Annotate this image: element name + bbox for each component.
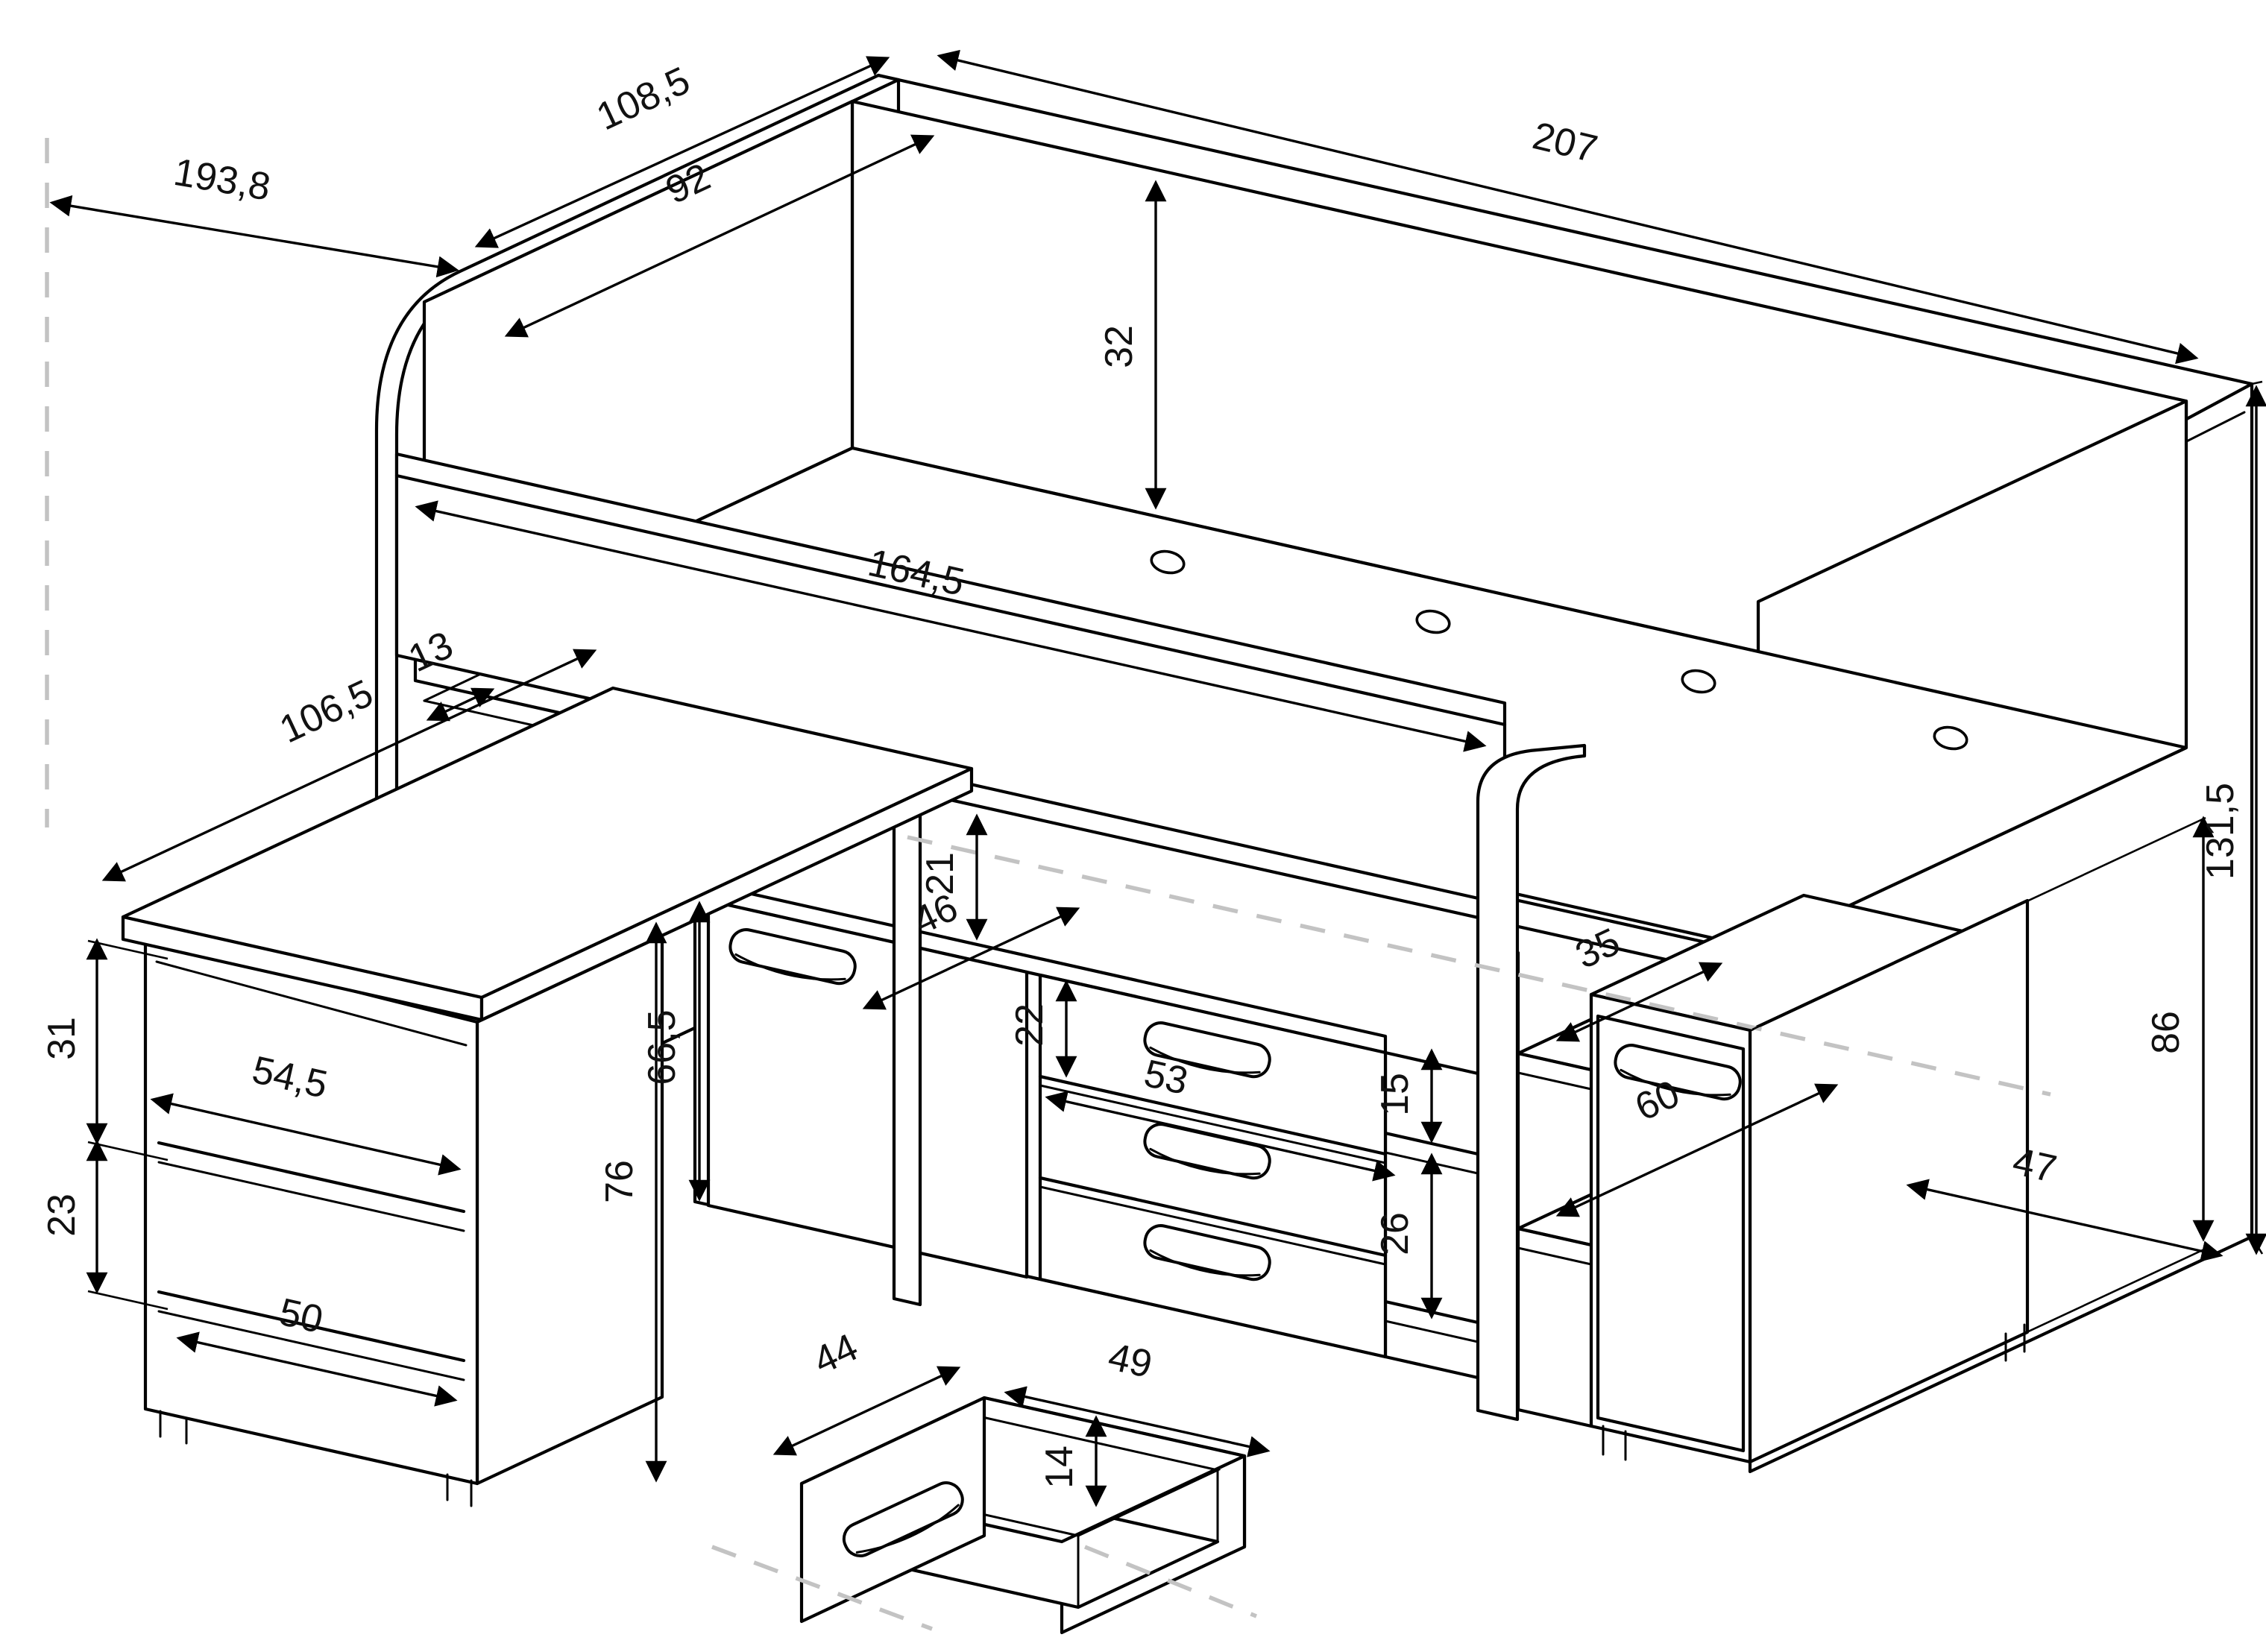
- desk-support-panel: [892, 799, 922, 1307]
- dim-label-box-depth: 49: [1104, 1335, 1156, 1387]
- dimension-wardrobe-width: 47: [1906, 1140, 2223, 1262]
- shelf-unit-front-face: [143, 936, 479, 1486]
- dim-label-total-height: 131,5: [2199, 783, 2242, 880]
- dimension-drawer-height: 22: [1008, 980, 1077, 1078]
- bay-floor-edge: [1516, 1407, 1593, 1428]
- dim-label-bed-depth: 108,5: [591, 59, 696, 139]
- dimension-cupboard-height: 66,5: [641, 901, 711, 1202]
- wardrobe: [1589, 893, 2030, 1464]
- dimension-box-height: 14: [1038, 1415, 1107, 1507]
- dimension-shelf-gap-upper: 31: [40, 938, 169, 1161]
- dimension-shelf-unit-width: 50: [176, 1290, 458, 1407]
- hidden-lines: [711, 835, 2051, 1631]
- dim-label-shelf-unit-width: 50: [275, 1290, 327, 1342]
- ladder-post: [1476, 743, 1587, 1422]
- dimension-shelf-gap-lower: 23: [40, 1139, 169, 1311]
- dimension-niche-height: 15: [1373, 1048, 1443, 1144]
- cupboard-unit: [693, 879, 1388, 1359]
- dim-label-desk-height: 76: [598, 1160, 641, 1203]
- dim-label-rail-height: 32: [1098, 325, 1141, 368]
- dim-label-drawer-height: 22: [1008, 1003, 1051, 1047]
- dimension-overall-depth: 193,8: [49, 151, 459, 278]
- dim-label-niche-height: 15: [1373, 1073, 1417, 1116]
- dimension-wardrobe-height: 86: [1752, 816, 2215, 1462]
- column-shelf-upper: [1383, 1131, 1480, 1156]
- shelf-unit-feet: [159, 1410, 473, 1507]
- dim-label-drawer-width: 53: [1140, 1052, 1192, 1103]
- loose-drawer-box: [799, 1396, 1247, 1635]
- wardrobe-feet: [1602, 1323, 2026, 1461]
- dim-label-overall-depth: 193,8: [171, 151, 274, 209]
- dim-label-wardrobe-width: 47: [2009, 1140, 2060, 1191]
- desk-top-right-edge: [479, 766, 974, 1022]
- dim-label-cupboard-height: 66,5: [641, 1009, 684, 1085]
- shelf-unit-top-inner-edge: [155, 960, 468, 1047]
- dim-label-right-shelf-spacing: 26: [1373, 1212, 1417, 1255]
- dim-label-shelf-gap-upper: 31: [40, 1017, 84, 1060]
- dim-label-box-width: 44: [807, 1325, 864, 1383]
- dim-label-bed-length: 207: [1529, 114, 1602, 171]
- vent-hole: [1681, 669, 1716, 694]
- vent-hole: [1933, 725, 1968, 751]
- dimension-box-depth: 49: [1004, 1335, 1271, 1457]
- dimension-desk-height: 76: [598, 921, 667, 1483]
- dim-label-shelf-gap-lower: 23: [40, 1194, 84, 1237]
- dim-label-gap-above-cupboard: 21: [919, 852, 962, 895]
- dim-label-box-height: 14: [1038, 1446, 1081, 1489]
- dim-label-desk-length: 106,5: [274, 672, 380, 752]
- dim-label-wardrobe-height: 86: [2144, 1011, 2188, 1054]
- dimension-right-shelf-spacing: 26: [1373, 1153, 1443, 1320]
- dimension-total-height: 131,5: [2199, 380, 2266, 1255]
- shelf-unit-side-face: [475, 933, 664, 1486]
- dimension-drawer-width: 53: [1045, 1052, 1396, 1182]
- desk-shelf-unit: [143, 933, 664, 1507]
